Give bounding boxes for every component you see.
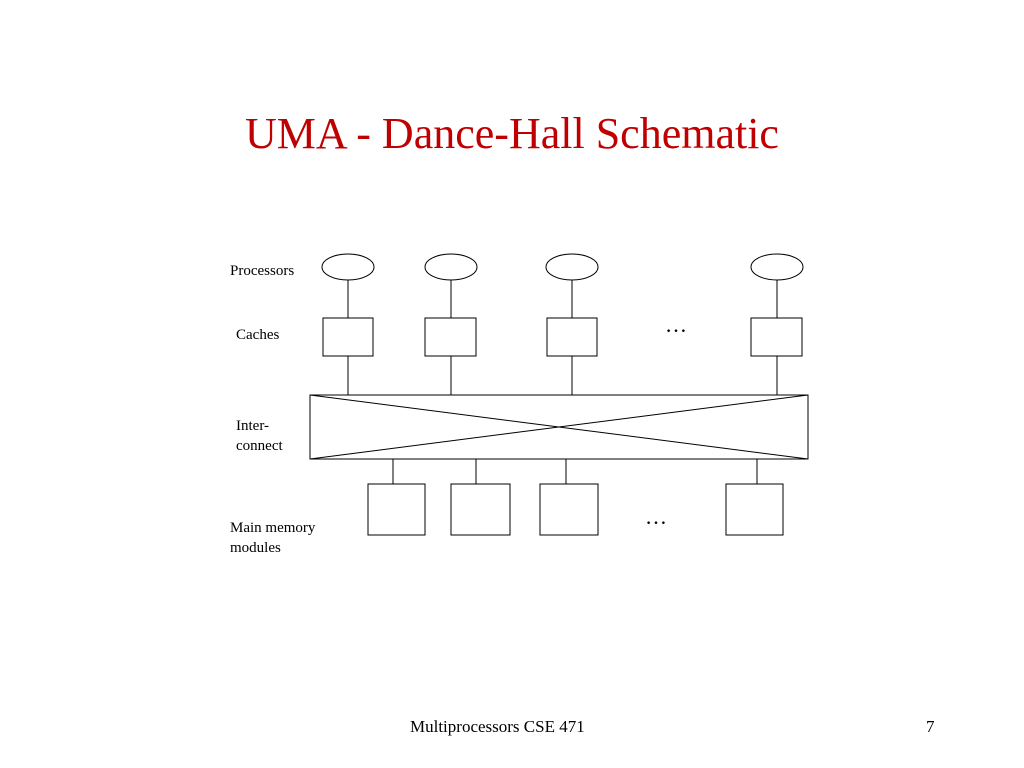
- memory-label-line1: Main memory: [230, 520, 316, 536]
- slide-title: UMA - Dance-Hall Schematic: [245, 109, 779, 158]
- page-number: 7: [926, 717, 935, 736]
- processor-2: [424, 253, 478, 281]
- cache-3: [546, 317, 598, 357]
- slide-footer: Multiprocessors CSE 471: [410, 717, 585, 736]
- cache-4: [750, 317, 803, 357]
- cache-1: [322, 317, 374, 357]
- memory-ellipsis: …: [645, 504, 667, 529]
- memory-module-2: [450, 483, 511, 536]
- memory-module-3: [539, 483, 599, 536]
- memory-module-4: [725, 483, 784, 536]
- processor-1: [321, 253, 375, 281]
- memory-module-1: [367, 483, 426, 536]
- cache-2: [424, 317, 477, 357]
- memory-label-line2: modules: [230, 540, 281, 556]
- processor-4: [750, 253, 804, 281]
- interconnect-label-line1: Inter-: [236, 418, 270, 434]
- cache-ellipsis: …: [665, 312, 687, 337]
- caches-label: Caches: [236, 327, 280, 343]
- interconnect-cross-b: [309, 394, 809, 460]
- interconnect-label-line2: connect: [236, 438, 283, 454]
- processor-3: [545, 253, 599, 281]
- processors-label: Processors: [230, 263, 295, 279]
